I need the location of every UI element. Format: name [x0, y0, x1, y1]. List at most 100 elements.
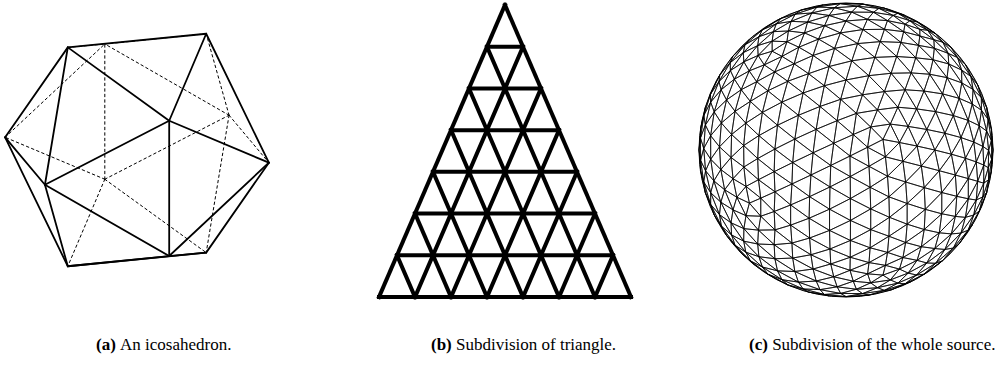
mesh-triangle	[834, 277, 854, 287]
mesh-triangle	[968, 211, 979, 230]
mesh-triangle	[889, 203, 907, 224]
mesh-triangle	[813, 129, 834, 152]
mesh-triangle	[871, 124, 891, 139]
mesh-triangle	[711, 136, 720, 160]
visible-edge	[45, 47, 68, 184]
mesh-triangle	[863, 19, 885, 29]
geodesic-sphere	[699, 3, 993, 297]
mesh-triangle	[758, 180, 775, 198]
mesh-triangle	[788, 21, 807, 31]
mesh-triangle	[850, 156, 869, 177]
mesh-triangle	[749, 55, 764, 70]
mesh-triangle	[730, 62, 743, 79]
mesh-triangle	[976, 181, 983, 200]
mesh-triangle	[774, 230, 792, 245]
mesh-triangle	[810, 175, 830, 197]
mesh-triangle	[711, 204, 722, 226]
mesh-triangle	[750, 82, 768, 102]
subfigure-tag: (a)	[96, 335, 116, 354]
visible-edge	[68, 253, 206, 267]
grid-line	[415, 47, 523, 297]
mesh-triangle	[889, 217, 907, 236]
mesh-triangle	[792, 243, 811, 258]
sphere-outline	[699, 3, 993, 297]
mesh-triangle	[762, 102, 782, 125]
mesh-triangle	[744, 146, 758, 167]
visible-edge	[169, 121, 269, 163]
mesh-triangle	[869, 157, 888, 176]
mesh-triangle	[758, 244, 775, 259]
visible-edge	[206, 163, 269, 253]
mesh-triangle	[830, 199, 851, 221]
mesh-triangle	[850, 166, 870, 187]
visible-edge	[5, 47, 68, 137]
mesh-triangle	[974, 126, 983, 147]
mesh-triangle	[758, 230, 775, 245]
mesh-triangle	[888, 243, 906, 258]
mesh-triangle	[965, 199, 976, 218]
hidden-edge	[5, 137, 105, 179]
mesh-triangle	[762, 91, 782, 113]
mesh-triangle	[792, 175, 811, 197]
mesh-triangle	[711, 181, 721, 202]
mesh-triangle	[976, 146, 983, 165]
mesh-triangle	[820, 86, 841, 107]
mesh-triangle	[813, 48, 835, 66]
mesh-triangle	[746, 112, 763, 135]
mesh-triangle	[869, 57, 891, 75]
mesh-triangle	[936, 248, 954, 263]
hidden-edge	[105, 44, 229, 115]
mesh-triangle	[825, 21, 846, 33]
subdivided-triangle	[379, 5, 631, 297]
mesh-triangle	[968, 179, 977, 199]
mesh-triangle	[704, 136, 711, 160]
mesh-triangle	[831, 143, 850, 165]
mesh-triangle	[808, 15, 830, 25]
mesh-triangle	[850, 187, 870, 209]
mesh-triangle	[888, 161, 906, 182]
mesh-triangle	[798, 93, 820, 115]
mesh-triangle	[924, 209, 942, 229]
mesh-triangle	[730, 53, 743, 71]
mesh-triangle	[850, 177, 870, 199]
mesh-triangle	[884, 73, 905, 91]
figure-caption: (c) Subdivision of the whole source.	[749, 334, 1007, 356]
mesh-triangle	[961, 120, 974, 142]
mesh-triangle	[933, 60, 949, 78]
mesh-triangle	[719, 123, 731, 147]
mesh-triangle	[837, 99, 856, 120]
mesh-triangle	[793, 153, 813, 175]
mesh-triangle	[778, 102, 799, 125]
visible-edge	[206, 34, 269, 163]
mesh-triangle	[903, 243, 921, 258]
mesh-triangle	[889, 182, 907, 203]
mesh-triangle	[830, 249, 850, 264]
mesh-triangle	[948, 53, 961, 70]
mesh-triangle	[850, 199, 870, 221]
mesh-triangle	[891, 56, 911, 73]
mesh-triangle	[850, 147, 869, 166]
mesh-triangle	[758, 230, 774, 245]
mesh-triangle	[782, 81, 803, 102]
grid-line	[595, 255, 613, 297]
mesh-triangle	[774, 211, 790, 229]
mesh-triangle	[911, 58, 930, 74]
subfigure-tag: (b)	[431, 335, 452, 354]
mesh-triangle	[958, 58, 971, 77]
mesh-triangle	[810, 238, 830, 255]
mesh-triangle	[898, 90, 917, 109]
mesh-triangle	[870, 236, 889, 252]
mesh-triangle	[744, 136, 759, 159]
mesh-triangle	[758, 32, 774, 46]
mesh-triangle	[917, 109, 936, 130]
visible-edge	[169, 34, 206, 121]
mesh-triangle	[824, 80, 846, 99]
mesh-triangle	[936, 248, 954, 263]
mesh-triangle	[746, 186, 761, 203]
mesh-triangle	[758, 159, 774, 180]
mesh-triangle	[809, 218, 829, 238]
mesh-triangle	[791, 218, 810, 238]
grid-line	[487, 45, 523, 49]
mesh-triangle	[850, 209, 870, 230]
mesh-triangle	[856, 283, 877, 289]
